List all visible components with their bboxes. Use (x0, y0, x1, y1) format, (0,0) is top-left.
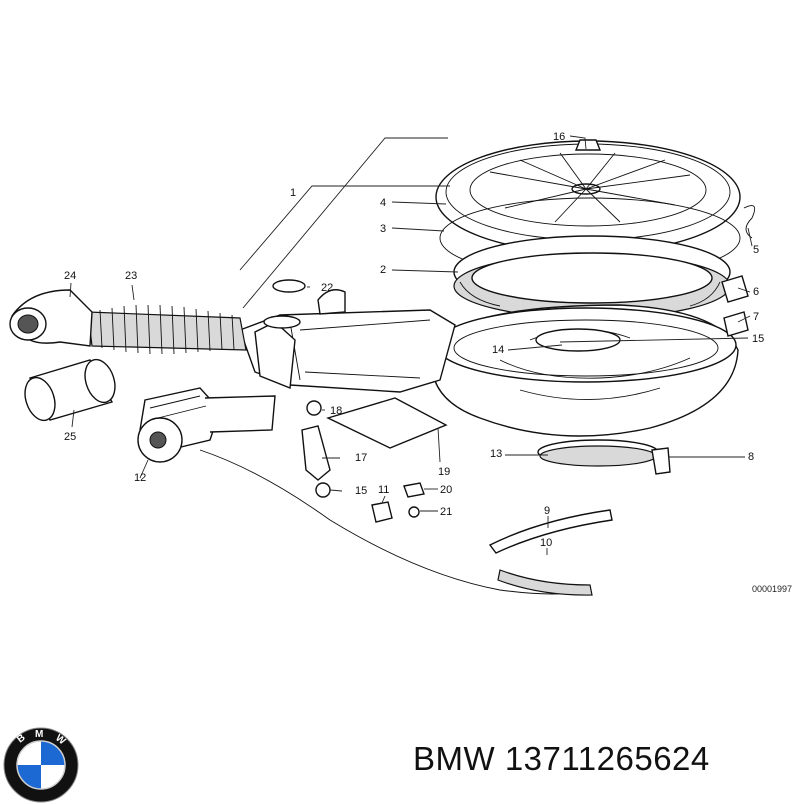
corrugated-hose-part (87, 304, 247, 355)
bracket-part-7 (723, 311, 749, 337)
grommet-part-18 (306, 400, 322, 416)
grommet-part-15 (315, 482, 331, 498)
sensor-part-6 (721, 275, 749, 303)
callout-19: 19 (438, 466, 450, 478)
thermo-valve-part (137, 387, 276, 463)
callout-22: 22 (321, 282, 333, 294)
clamp-part-8 (651, 447, 671, 475)
nut-part-16 (574, 139, 602, 151)
svg-text:M: M (35, 729, 43, 740)
clip-wire-part-5 (743, 205, 756, 239)
bracket-part-17 (301, 425, 331, 481)
callout-25: 25 (64, 431, 76, 443)
callout-12: 12 (134, 472, 146, 484)
filter-housing-bowl-part (431, 304, 739, 467)
callout-23: 23 (125, 270, 137, 282)
callout-6: 6 (753, 286, 759, 298)
callout-3: 3 (380, 223, 386, 235)
callout-18: 18 (330, 405, 342, 417)
callout-11: 11 (378, 484, 389, 496)
callout-20: 20 (440, 484, 452, 496)
callout-21: 21 (440, 506, 452, 518)
callout-16: 16 (553, 131, 565, 143)
screw-part-21 (408, 506, 420, 518)
callout-24: 24 (64, 270, 76, 282)
brand-part-number-caption: BMW 13711265624 (413, 740, 710, 778)
diagram-reference-code: 00001997 (751, 584, 792, 594)
callout-labels: 1 2 3 4 5 6 7 8 9 10 11 12 13 14 15 15 1… (64, 131, 764, 549)
plate-part-19 (326, 397, 448, 449)
hose-elbow-part (9, 289, 93, 347)
bmw-logo-icon: B M W (3, 727, 79, 803)
intake-duct-part (239, 289, 456, 393)
cable-part (199, 449, 591, 595)
brand-name: BMW (413, 740, 496, 777)
callout-5: 5 (753, 244, 759, 256)
callout-13: 13 (490, 448, 502, 460)
sleeve-part (24, 358, 116, 422)
callout-15-right: 15 (752, 333, 764, 345)
callout-14: 14 (492, 344, 504, 356)
callout-4: 4 (380, 197, 386, 209)
clip-part-20 (403, 482, 425, 498)
hose-tail-part (497, 569, 593, 596)
vacuum-hose-part (488, 509, 613, 554)
filter-element-part (453, 235, 731, 319)
callout-15-left: 15 (355, 485, 367, 497)
filter-cover-part (435, 140, 741, 254)
leader-lines (69, 135, 753, 555)
callout-10: 10 (540, 537, 552, 549)
callout-1: 1 (290, 187, 296, 199)
callout-2: 2 (380, 264, 386, 276)
clip-part-11 (371, 501, 393, 523)
callout-9: 9 (544, 505, 550, 517)
plug-part-22 (272, 279, 306, 293)
callout-17: 17 (355, 452, 367, 464)
callout-7: 7 (753, 311, 759, 323)
part-number: 13711265624 (504, 740, 710, 777)
callout-8: 8 (748, 451, 754, 463)
